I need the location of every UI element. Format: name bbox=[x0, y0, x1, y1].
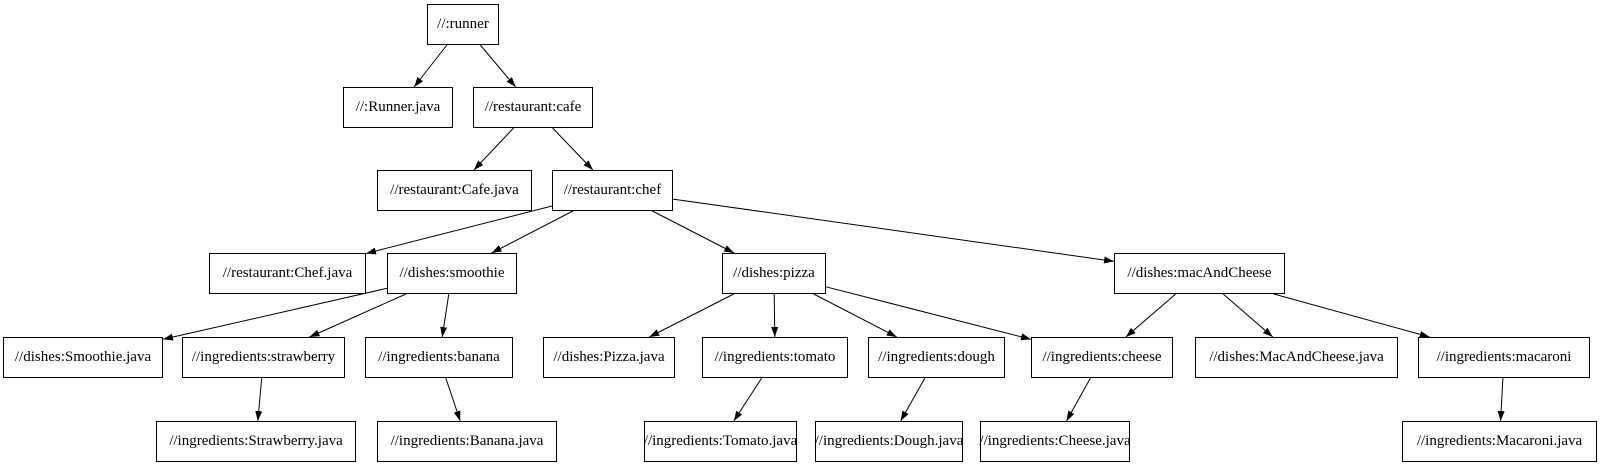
edge-smoothie-to-banana bbox=[440, 293, 450, 338]
node-macandcheese_java: //dishes:MacAndCheese.java bbox=[1195, 337, 1398, 378]
node-macaroni: //ingredients:macaroni bbox=[1418, 337, 1590, 378]
node-label-tomato_java: //ingredients:Tomato.java bbox=[643, 433, 798, 449]
node-label-cafe_java: //restaurant:Cafe.java bbox=[390, 182, 519, 198]
edge-runner-to-runner_java bbox=[413, 44, 448, 88]
edge-pizza-to-dough bbox=[813, 293, 898, 338]
node-dough_java: //ingredients:Dough.java bbox=[815, 421, 963, 462]
node-label-macandcheese_java: //dishes:MacAndCheese.java bbox=[1209, 349, 1384, 365]
edge-pizza-to-tomato bbox=[771, 293, 779, 338]
node-dough: //ingredients:dough bbox=[868, 337, 1005, 378]
node-label-cafe: //restaurant:cafe bbox=[484, 99, 582, 115]
node-macandcheese: //dishes:macAndCheese bbox=[1114, 253, 1285, 294]
node-label-strawberry_java: //ingredients:Strawberry.java bbox=[169, 433, 343, 449]
node-label-chef_java: //restaurant:Chef.java bbox=[222, 265, 353, 281]
edge-runner-to-cafe bbox=[479, 44, 517, 88]
node-label-smoothie_java: //dishes:Smoothie.java bbox=[14, 349, 152, 365]
node-strawberry: //ingredients:strawberry bbox=[182, 337, 345, 378]
node-tomato: //ingredients:tomato bbox=[702, 337, 848, 378]
edge-cheese-to-cheese_java bbox=[1066, 377, 1091, 422]
node-label-tomato: //ingredients:tomato bbox=[714, 349, 836, 365]
node-label-macaroni: //ingredients:macaroni bbox=[1436, 349, 1572, 365]
node-cafe_java: //restaurant:Cafe.java bbox=[377, 170, 532, 211]
edge-macandcheese-to-macandcheese_java bbox=[1222, 293, 1274, 338]
edge-tomato-to-tomato_java bbox=[733, 377, 763, 422]
node-label-pizza_java: //dishes:Pizza.java bbox=[553, 349, 665, 365]
node-banana_java: //ingredients:Banana.java bbox=[377, 421, 557, 462]
node-label-macandcheese: //dishes:macAndCheese bbox=[1127, 265, 1272, 281]
node-cheese_java: //ingredients:Cheese.java bbox=[979, 421, 1131, 462]
node-strawberry_java: //ingredients:Strawberry.java bbox=[156, 421, 356, 462]
node-chef_java: //restaurant:Chef.java bbox=[209, 253, 366, 294]
node-label-strawberry: //ingredients:strawberry bbox=[191, 349, 336, 365]
edge-chef-to-smoothie bbox=[491, 210, 574, 254]
edge-pizza-to-pizza_java bbox=[649, 293, 734, 338]
edge-cafe-to-cafe_java bbox=[473, 127, 514, 171]
node-label-cheese: //ingredients:cheese bbox=[1042, 349, 1162, 365]
node-tomato_java: //ingredients:Tomato.java bbox=[644, 421, 797, 462]
node-label-smoothie: //dishes:smoothie bbox=[399, 265, 505, 281]
node-label-dough: //ingredients:dough bbox=[878, 349, 995, 365]
node-cafe: //restaurant:cafe bbox=[473, 87, 593, 128]
node-label-dough_java: //ingredients:Dough.java bbox=[814, 433, 964, 449]
edge-banana-to-banana_java bbox=[445, 377, 461, 422]
node-label-runner_java: //:Runner.java bbox=[355, 99, 441, 115]
edge-macandcheese-to-cheese bbox=[1125, 293, 1177, 338]
node-chef: //restaurant:chef bbox=[552, 170, 673, 211]
edge-pizza-to-cheese bbox=[825, 286, 1032, 341]
edge-dough-to-dough_java bbox=[900, 377, 926, 422]
node-label-chef: //restaurant:chef bbox=[563, 182, 662, 198]
node-cheese: //ingredients:cheese bbox=[1031, 337, 1173, 378]
edge-cafe-to-chef bbox=[552, 127, 594, 171]
edge-chef-to-pizza bbox=[652, 210, 735, 254]
node-runner_java: //:Runner.java bbox=[343, 87, 453, 128]
edge-smoothie-to-smoothie_java bbox=[162, 287, 388, 341]
edge-strawberry-to-strawberry_java bbox=[255, 377, 263, 422]
edge-smoothie-to-strawberry bbox=[309, 293, 407, 338]
node-label-banana: //ingredients:banana bbox=[378, 349, 500, 365]
node-macaroni_java: //ingredients:Macaroni.java bbox=[1402, 421, 1597, 462]
node-banana: //ingredients:banana bbox=[365, 337, 513, 378]
node-pizza: //dishes:pizza bbox=[722, 253, 826, 294]
node-label-banana_java: //ingredients:Banana.java bbox=[390, 433, 544, 449]
node-label-cheese_java: //ingredients:Cheese.java bbox=[979, 433, 1131, 449]
node-label-pizza: //dishes:pizza bbox=[733, 265, 815, 281]
edge-macaroni-to-macaroni_java bbox=[1497, 377, 1505, 422]
node-label-runner: //:runner bbox=[437, 16, 489, 32]
node-smoothie: //dishes:smoothie bbox=[387, 253, 517, 294]
node-smoothie_java: //dishes:Smoothie.java bbox=[3, 337, 163, 378]
edge-macandcheese-to-macaroni bbox=[1273, 293, 1430, 338]
node-runner: //:runner bbox=[427, 4, 499, 45]
node-pizza_java: //dishes:Pizza.java bbox=[543, 337, 675, 378]
edge-chef-to-chef_java bbox=[365, 205, 553, 255]
node-label-macaroni_java: //ingredients:Macaroni.java bbox=[1416, 433, 1583, 449]
